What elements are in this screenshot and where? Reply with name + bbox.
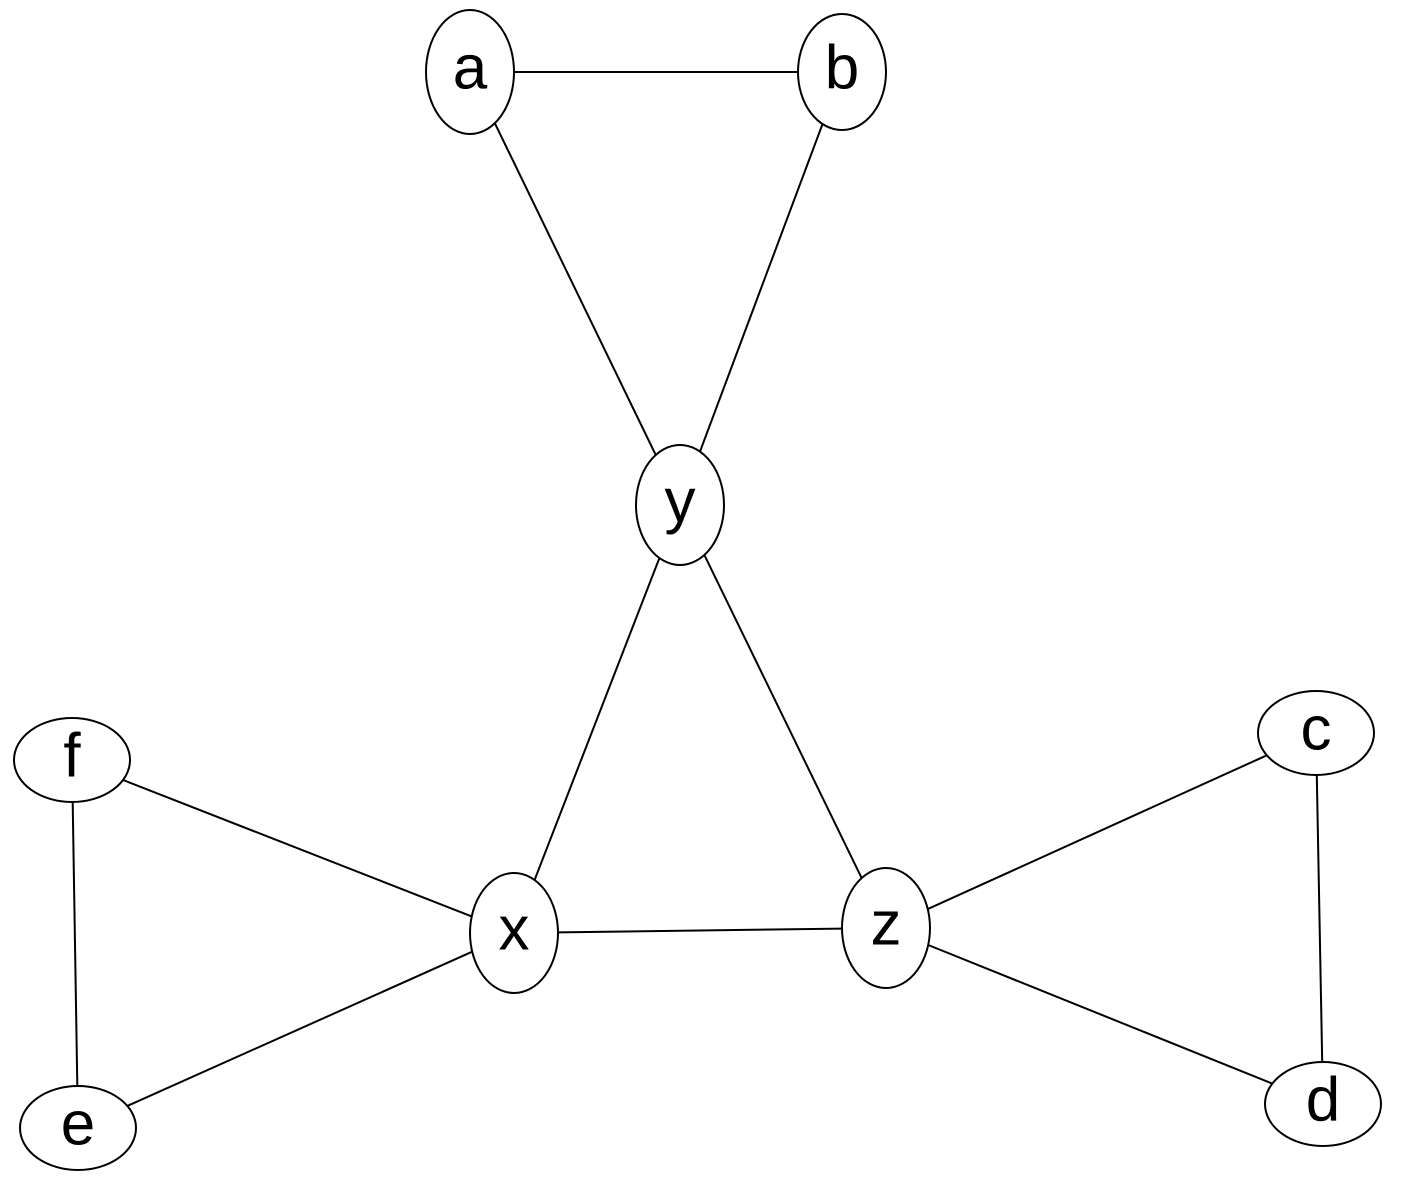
- edge-c-z: [927, 754, 1268, 910]
- node-b-label: b: [825, 34, 859, 103]
- node-b: b: [797, 13, 887, 131]
- node-y-label: y: [665, 467, 696, 536]
- edge-y-z: [703, 554, 863, 879]
- node-z-label: z: [871, 890, 902, 959]
- edge-y-x: [533, 557, 661, 881]
- edge-f-x: [122, 779, 473, 918]
- node-z-ellipse: [841, 867, 931, 989]
- node-z: z: [841, 867, 931, 989]
- edge-c-d: [1315, 774, 1324, 1063]
- node-d-ellipse: [1264, 1061, 1382, 1147]
- node-b-ellipse: [797, 13, 887, 131]
- node-c: c: [1257, 690, 1375, 776]
- edge-a-y: [493, 122, 657, 456]
- node-d-label: d: [1306, 1066, 1340, 1135]
- node-y: y: [635, 444, 725, 566]
- node-f-label: f: [63, 722, 81, 791]
- edge-x-z: [557, 927, 843, 934]
- node-x: x: [469, 872, 559, 994]
- edge-e-x: [126, 950, 473, 1107]
- node-e-ellipse: [19, 1085, 137, 1171]
- edge-f-e: [71, 801, 79, 1087]
- node-e: e: [19, 1085, 137, 1171]
- node-c-label: c: [1301, 695, 1332, 764]
- node-x-label: x: [499, 895, 530, 964]
- edge-b-y: [699, 123, 824, 452]
- nodes-layer: a b y x z f e c d: [13, 9, 1382, 1171]
- node-a: a: [425, 9, 515, 135]
- node-y-ellipse: [635, 444, 725, 566]
- node-e-label: e: [61, 1090, 95, 1159]
- node-x-ellipse: [469, 872, 559, 994]
- node-a-ellipse: [425, 9, 515, 135]
- edge-d-z: [927, 944, 1273, 1085]
- node-c-ellipse: [1257, 690, 1375, 776]
- edges-layer: [71, 71, 1324, 1107]
- node-f: f: [13, 717, 131, 803]
- node-d: d: [1264, 1061, 1382, 1147]
- node-f-ellipse: [13, 717, 131, 803]
- node-a-label: a: [453, 34, 488, 103]
